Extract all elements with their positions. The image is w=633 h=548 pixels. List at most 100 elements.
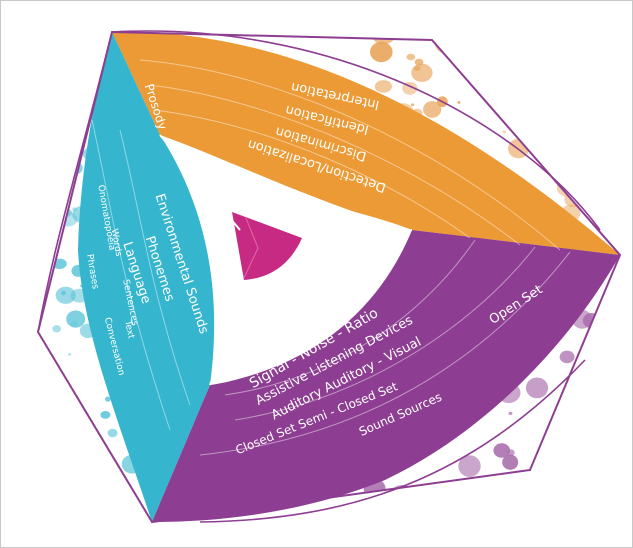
decorative-dot [61, 290, 66, 296]
decorative-dot [414, 58, 424, 66]
decorative-dot [338, 508, 364, 522]
band-line [154, 109, 471, 239]
decorative-dot [68, 353, 72, 356]
decorative-dot [372, 32, 395, 45]
band-line [149, 84, 521, 246]
decorative-dot [411, 32, 416, 36]
decorative-dot [70, 321, 78, 327]
decorative-dot [400, 498, 416, 511]
decorative-dot [55, 286, 76, 304]
decorative-dot [529, 83, 542, 94]
decorative-dot [571, 186, 579, 193]
decorative-dot [537, 102, 559, 122]
decorative-dot [572, 64, 583, 75]
decorative-dot [38, 244, 40, 255]
decorative-dot [53, 180, 69, 196]
decorative-dot [556, 172, 565, 179]
decorative-dot [38, 226, 42, 237]
cyan-face [78, 32, 240, 522]
band-line [91, 119, 171, 431]
decorative-dot [618, 48, 620, 65]
decorative-dot [80, 507, 100, 522]
decorative-dot [38, 192, 40, 197]
purple-face [152, 230, 620, 522]
decorative-dot [60, 179, 70, 189]
cyan-sub-label: Text [122, 319, 136, 340]
decorative-dot [612, 163, 620, 171]
decorative-dot [493, 443, 511, 458]
decorative-dot [508, 411, 513, 415]
decorative-dot [374, 80, 392, 93]
center-piece-icon [232, 212, 302, 280]
band-lines [91, 59, 571, 456]
separator-line [317, 229, 413, 241]
band-line [234, 246, 536, 421]
band-line [119, 129, 191, 406]
decorative-dot [571, 85, 580, 93]
decorative-dot [87, 450, 91, 454]
decorative-dot [523, 32, 532, 34]
decorative-dot [100, 411, 111, 419]
decorative-dot [402, 507, 418, 522]
decorative-dot [545, 94, 552, 102]
decorative-dot [114, 476, 120, 481]
decorative-dot [104, 396, 111, 402]
decorative-dot [590, 49, 603, 60]
decorative-dot [38, 220, 53, 236]
decorative-dot [370, 41, 393, 63]
decorative-dot [502, 454, 519, 470]
decorative-dot [457, 101, 461, 104]
decorative-dot [423, 101, 442, 118]
decorative-arc [111, 30, 601, 231]
decorative-dot [459, 53, 466, 59]
decorative-dot [607, 297, 620, 310]
decorative-dot [586, 94, 594, 101]
decorative-dot [520, 103, 530, 113]
decorative-dot [72, 207, 77, 212]
decorative-dot [510, 88, 530, 107]
decorative-dot [411, 63, 433, 82]
decorative-dot [107, 428, 118, 438]
decorative-dot [27, 367, 33, 371]
decorative-dot [620, 46, 626, 52]
decorative-dot [591, 470, 602, 478]
decorative-dot [406, 53, 416, 61]
decorative-arc [199, 359, 586, 523]
decorative-dot [597, 398, 606, 406]
decorative-dot [43, 268, 48, 274]
decorative-dot [63, 147, 74, 157]
separator-line [159, 134, 241, 231]
decorative-dot [525, 377, 549, 399]
decorative-dot [38, 504, 44, 514]
decorative-dot [524, 78, 547, 96]
band-line [139, 59, 561, 251]
decorative-dot [38, 466, 45, 477]
decorative-dot [531, 57, 545, 70]
decorative-dot [595, 433, 615, 451]
decorative-dot [556, 475, 579, 496]
decorative-dot [39, 112, 58, 131]
orange-face [112, 31, 620, 255]
decorative-dot [66, 310, 86, 328]
separator-line [209, 299, 241, 386]
decorative-dot [69, 457, 90, 474]
decorative-dot [38, 492, 39, 499]
band-line [224, 239, 476, 396]
decorative-dot [269, 519, 289, 522]
decorative-dot [410, 103, 415, 107]
decorative-dot [559, 350, 575, 364]
decorative-dot [52, 325, 61, 333]
decorative-dot [74, 116, 87, 127]
decorative-arc [37, 31, 113, 333]
decorative-dot [107, 458, 113, 463]
decorative-dot [487, 501, 508, 522]
decorative-dot [599, 360, 615, 372]
cyan-sub-label: Words [109, 228, 124, 257]
decorative-dot [601, 46, 618, 59]
decorative-dot [604, 64, 620, 81]
decorative-dot [575, 404, 595, 419]
decorative-dot [458, 455, 481, 477]
decorative-dot [502, 130, 507, 134]
decorative-dot [434, 32, 458, 54]
